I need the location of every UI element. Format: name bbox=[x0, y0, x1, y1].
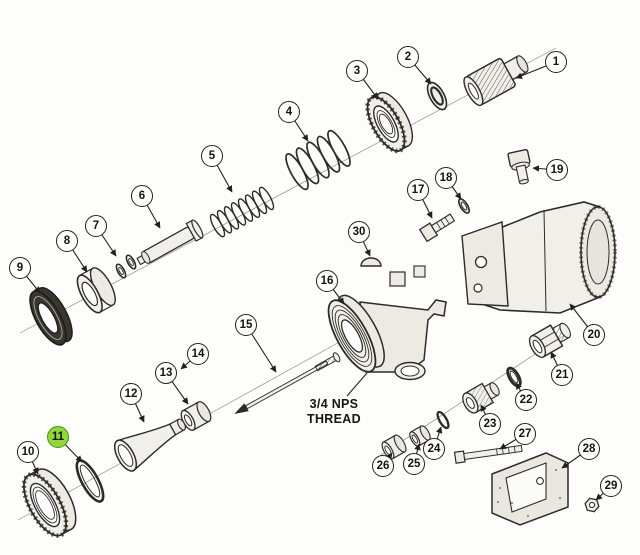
part-24-drawing bbox=[436, 410, 450, 430]
callout-28[interactable]: 28 bbox=[578, 438, 600, 460]
part-11-drawing bbox=[75, 459, 105, 503]
part-3-drawing bbox=[365, 91, 414, 154]
part-1-drawing bbox=[463, 55, 529, 107]
callout-19[interactable]: 19 bbox=[546, 159, 568, 181]
part-10-drawing bbox=[21, 468, 77, 538]
callout-25[interactable]: 25 bbox=[403, 453, 425, 475]
callout-29[interactable]: 29 bbox=[600, 475, 622, 497]
part-16-drawing bbox=[327, 265, 447, 381]
part-19-drawing bbox=[507, 148, 531, 185]
callout-23[interactable]: 23 bbox=[479, 413, 501, 435]
callout-4[interactable]: 4 bbox=[278, 101, 300, 123]
callout-21[interactable]: 21 bbox=[551, 364, 573, 386]
callout-9[interactable]: 9 bbox=[9, 257, 31, 279]
part-13-drawing bbox=[180, 401, 212, 431]
callout-27[interactable]: 27 bbox=[514, 423, 536, 445]
callout-17[interactable]: 17 bbox=[407, 179, 429, 201]
thread-size-line2: THREAD bbox=[307, 412, 361, 426]
callout-22[interactable]: 22 bbox=[515, 389, 537, 411]
part-8-drawing bbox=[76, 267, 116, 314]
callout-30[interactable]: 30 bbox=[348, 221, 370, 243]
callout-2[interactable]: 2 bbox=[397, 46, 419, 68]
callout-7[interactable]: 7 bbox=[85, 215, 107, 237]
part-23-drawing bbox=[462, 382, 500, 414]
part-20-drawing bbox=[461, 201, 617, 314]
callout-6[interactable]: 6 bbox=[131, 185, 153, 207]
thread-size-line1: 3/4 NPS bbox=[309, 397, 359, 411]
part-30-drawing bbox=[360, 257, 382, 267]
part-12-drawing bbox=[113, 418, 186, 472]
callout-5[interactable]: 5 bbox=[201, 145, 223, 167]
part-28-drawing bbox=[491, 452, 569, 526]
part-9-drawing bbox=[29, 287, 73, 346]
part-18-drawing bbox=[457, 198, 471, 214]
part-27-drawing bbox=[453, 444, 523, 464]
callout-13[interactable]: 13 bbox=[155, 362, 177, 384]
thread-label-leader-line bbox=[346, 372, 368, 397]
callout-10[interactable]: 10 bbox=[17, 441, 39, 463]
part-17-drawing bbox=[418, 213, 456, 243]
callout-16[interactable]: 16 bbox=[316, 270, 338, 292]
part-2-drawing bbox=[426, 81, 448, 111]
thread-size-label: 3/4 NPS THREAD bbox=[297, 397, 371, 427]
callout-12[interactable]: 12 bbox=[120, 383, 142, 405]
part-5-drawing bbox=[209, 186, 275, 238]
callout-24[interactable]: 24 bbox=[423, 438, 445, 460]
part-21-drawing bbox=[528, 322, 572, 358]
part-6-drawing bbox=[136, 219, 204, 266]
callout-18[interactable]: 18 bbox=[435, 167, 457, 189]
callout-14[interactable]: 14 bbox=[187, 343, 209, 365]
callout-26[interactable]: 26 bbox=[372, 455, 394, 477]
callout-8[interactable]: 8 bbox=[56, 230, 78, 252]
part-7-drawing bbox=[115, 254, 137, 279]
callout-20[interactable]: 20 bbox=[583, 324, 605, 346]
callout-3[interactable]: 3 bbox=[346, 60, 368, 82]
part-29-drawing bbox=[584, 497, 600, 513]
part-22-drawing bbox=[506, 366, 522, 388]
part-15-drawing bbox=[234, 352, 341, 414]
callout-15[interactable]: 15 bbox=[235, 314, 257, 336]
callout-11[interactable]: 11 bbox=[47, 426, 69, 448]
part-4-drawing bbox=[285, 129, 351, 191]
callout-1[interactable]: 1 bbox=[545, 51, 567, 73]
